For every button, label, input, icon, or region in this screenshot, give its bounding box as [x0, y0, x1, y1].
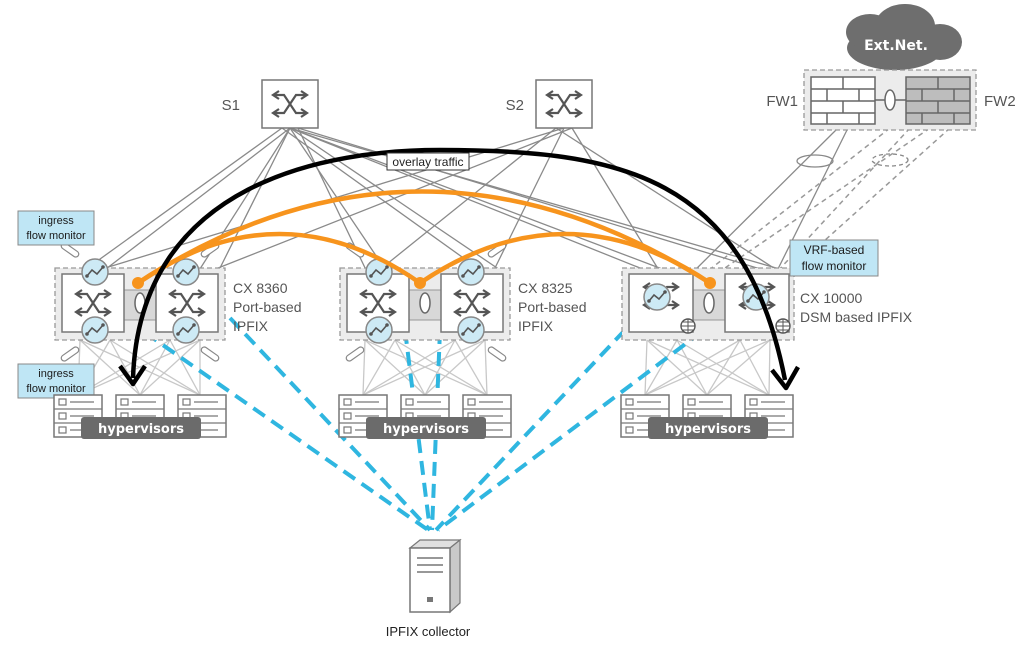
link-line — [362, 339, 486, 396]
svg-text:flow monitor: flow monitor — [26, 230, 86, 242]
hypervisors-label: hypervisors — [383, 422, 469, 437]
firewall-solid-links — [679, 127, 849, 286]
link-line — [169, 339, 201, 396]
flow-monitor-icon — [457, 316, 485, 344]
pair-right-label: CX 10000 DSM based IPFIX — [800, 290, 913, 325]
link-line — [297, 127, 771, 273]
server-downlinks — [77, 339, 771, 396]
svg-text:ingress: ingress — [38, 368, 74, 380]
link-line — [424, 339, 456, 396]
fw2-label: FW2 — [984, 93, 1016, 110]
firewall-fw2 — [905, 76, 971, 125]
pair-left-label: CX 8360 Port-based IPFIX — [233, 280, 301, 334]
flow-monitor-icon — [643, 283, 671, 311]
link-line — [139, 339, 171, 396]
vrf-callout: VRF-based flow monitor — [789, 239, 879, 277]
svg-text:ingress: ingress — [38, 215, 74, 227]
firewall-fw1 — [810, 76, 876, 125]
fw1-label: FW1 — [766, 93, 798, 110]
link-line — [394, 339, 488, 396]
hypervisors-banner — [366, 417, 486, 439]
svg-text:Port-based: Port-based — [518, 299, 586, 315]
link-line — [364, 339, 426, 396]
overlay-tunnel-arrow — [130, 147, 788, 381]
svg-text:CX 10000: CX 10000 — [800, 290, 862, 306]
spine-s1 — [261, 79, 319, 129]
svg-text:DSM based IPFIX: DSM based IPFIX — [800, 309, 913, 325]
svg-text:flow monitor: flow monitor — [802, 259, 867, 273]
svg-text:IPFIX: IPFIX — [233, 318, 269, 334]
flow-monitor-icon — [81, 316, 109, 344]
link-line — [281, 127, 484, 273]
svg-text:CX 8325: CX 8325 — [518, 280, 573, 296]
hypervisors-label: hypervisors — [665, 422, 751, 437]
svg-text:flow monitor: flow monitor — [26, 383, 86, 395]
ingress-callout-top: ingress flow monitor — [17, 210, 95, 246]
link-line — [706, 339, 741, 396]
spine-s1-label: S1 — [222, 97, 240, 114]
cloud-label: Ext.Net. — [864, 38, 928, 54]
hypervisors-label: hypervisors — [98, 422, 184, 437]
hypervisor-rack-middle: hypervisors — [338, 394, 512, 439]
link-line — [289, 127, 504, 273]
link-line — [644, 339, 741, 396]
svg-text:VRF-based: VRF-based — [804, 243, 865, 257]
flow-monitor-icon — [172, 258, 200, 286]
flow-monitor-icon — [172, 316, 200, 344]
flow-monitor-icon — [81, 258, 109, 286]
link-line — [484, 339, 488, 396]
link-line — [424, 339, 486, 396]
dsm-globe-icon — [680, 318, 696, 334]
overlay-traffic-arcs — [136, 189, 712, 285]
link-line — [644, 339, 771, 396]
link-line — [79, 339, 141, 396]
link-line — [81, 127, 283, 273]
brick-wall-icon — [811, 77, 875, 124]
hypervisor-rack-right: hypervisors — [620, 394, 794, 439]
lag-ellipse — [796, 154, 834, 168]
ipfix-collector — [408, 538, 462, 614]
link-line — [217, 127, 291, 273]
overlay-label: overlay traffic — [392, 155, 463, 169]
link-line — [768, 339, 771, 396]
link-line — [101, 127, 291, 273]
link-line — [454, 339, 488, 396]
link-line — [706, 339, 771, 396]
link-line — [362, 339, 456, 396]
svg-text:CX 8360: CX 8360 — [233, 280, 288, 296]
link-line — [364, 339, 488, 396]
link-line — [362, 339, 366, 396]
dsm-globe-icon — [775, 318, 791, 334]
link-line — [555, 127, 781, 273]
overlay-label-box — [386, 152, 470, 171]
link-line — [289, 127, 651, 273]
svg-text:Port-based: Port-based — [233, 299, 301, 315]
link-line — [77, 339, 201, 396]
link-line — [139, 339, 201, 396]
cloud-icon — [846, 4, 962, 70]
collector-label: IPFIX collector — [386, 624, 471, 639]
link-line — [646, 339, 708, 396]
spine-s2-label: S2 — [506, 97, 524, 114]
hypervisors-banner — [81, 417, 201, 439]
brick-wall-icon — [906, 77, 970, 124]
link-line — [739, 339, 770, 396]
pair-middle-label: CX 8325 Port-based IPFIX — [518, 280, 586, 334]
hypervisor-racks: hypervisors hypervisors hypervisors — [53, 394, 794, 439]
overlay-endpoints — [132, 277, 716, 289]
svg-text:IPFIX: IPFIX — [518, 318, 554, 334]
link-line — [644, 339, 678, 396]
ingress-callout-bottom: ingress flow monitor — [17, 363, 95, 399]
firewall-links — [689, 127, 951, 286]
flow-monitor-icon — [365, 316, 393, 344]
flow-monitor-icon — [457, 258, 485, 286]
spine-s2 — [535, 79, 593, 129]
link-line — [362, 339, 396, 396]
lag-ellipse — [871, 153, 909, 167]
hypervisor-rack-left: hypervisors — [53, 394, 227, 439]
link-line — [289, 127, 671, 273]
hypervisors-banner — [648, 417, 768, 439]
link-line — [644, 339, 648, 396]
